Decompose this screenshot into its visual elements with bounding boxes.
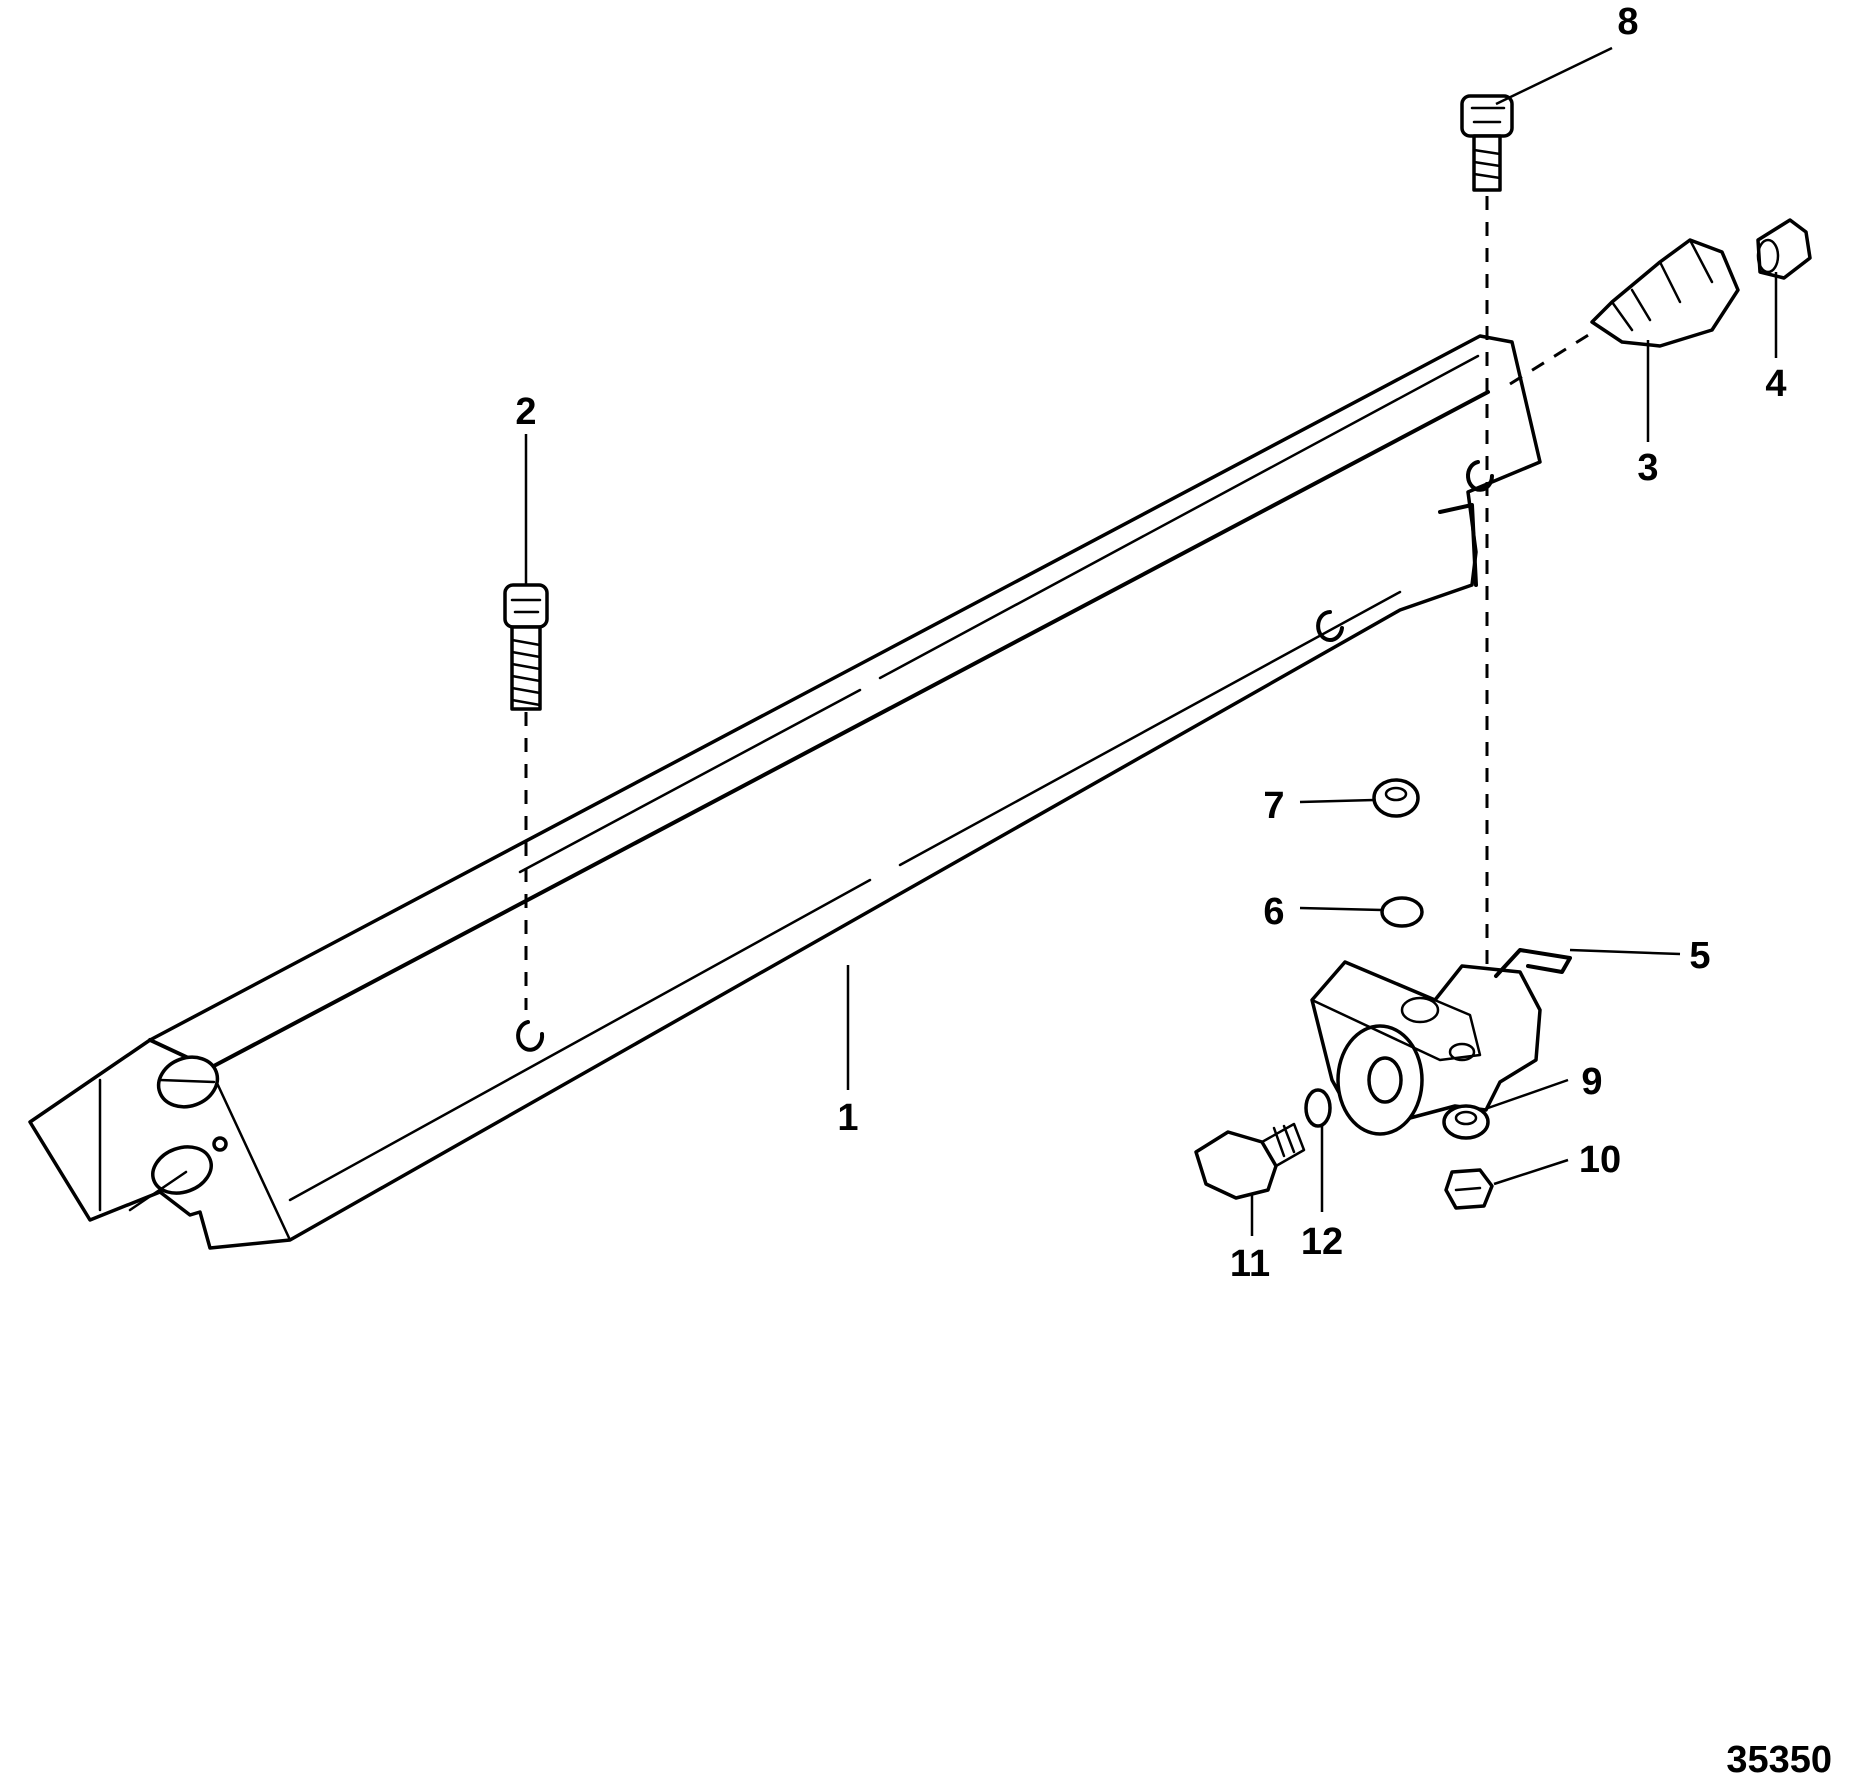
cap-part-4 [1756, 218, 1812, 280]
callout-5: 5 [1689, 935, 1710, 977]
callout-1: 1 [837, 1097, 858, 1139]
fitting-part-11 [1194, 1122, 1306, 1200]
regulator-part-5 [1310, 948, 1572, 1136]
nut-part-10 [1444, 1168, 1494, 1210]
callout-4: 4 [1765, 363, 1786, 405]
o-ring-part-12 [1304, 1088, 1332, 1128]
o-ring-part-6 [1380, 896, 1424, 928]
callout-10: 10 [1579, 1139, 1621, 1181]
figure-id: 35350 [1726, 1739, 1832, 1781]
callout-6: 6 [1263, 891, 1284, 933]
screw-part-8 [1460, 94, 1514, 1040]
callout-2: 2 [515, 391, 536, 433]
fitting-part-3 [1509, 238, 1740, 386]
washer-part-9 [1442, 1104, 1490, 1140]
callout-3: 3 [1637, 447, 1658, 489]
leader-lines [524, 46, 1778, 1236]
callout-8: 8 [1617, 1, 1638, 43]
screw-part-2 [503, 583, 549, 1010]
callout-9: 9 [1581, 1061, 1602, 1103]
callout-11: 11 [1230, 1243, 1270, 1285]
fuel-rail-part-1 [28, 334, 1542, 1250]
callout-7: 7 [1263, 785, 1284, 827]
callout-labels: 1 2 3 4 5 6 7 8 9 10 11 12 [515, 1, 1786, 1285]
nut-part-7 [1372, 778, 1420, 818]
callout-12: 12 [1301, 1221, 1343, 1263]
